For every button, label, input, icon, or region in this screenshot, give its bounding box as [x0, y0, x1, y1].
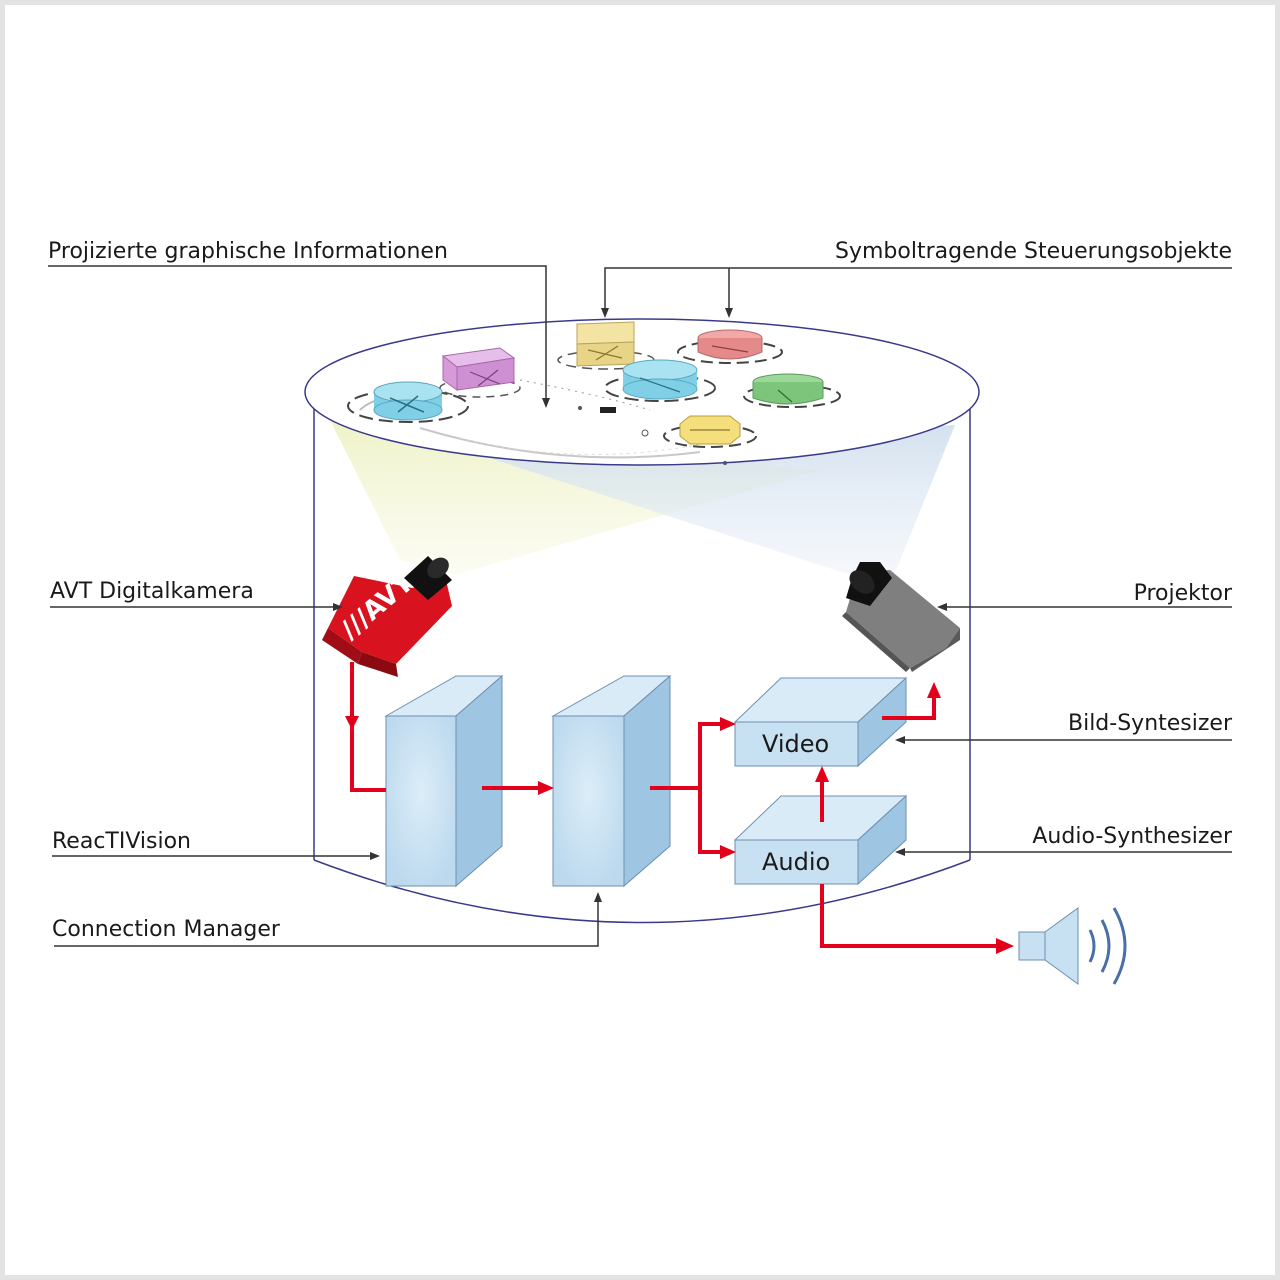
control-object-teal-left — [347, 381, 469, 423]
label-image-synth: Bild-Syntesizer — [1068, 711, 1233, 736]
audio-box-label: Audio — [762, 848, 830, 876]
speaker-icon — [1018, 907, 1127, 985]
label-reactivision: ReacTIVision — [52, 829, 191, 854]
label-projector: Projektor — [1134, 581, 1233, 606]
control-object-teal-center — [604, 359, 716, 402]
label-audio-synth: Audio-Synthesizer — [1032, 824, 1233, 849]
projector-icon — [842, 562, 960, 672]
control-object-yellow-square — [557, 321, 655, 370]
label-camera: AVT Digitalkamera — [50, 579, 254, 604]
label-connection-manager: Connection Manager — [52, 917, 281, 942]
connection-manager-box — [551, 674, 672, 888]
control-object-red — [677, 329, 783, 364]
video-box-label: Video — [762, 730, 829, 758]
leader-lines — [48, 265, 1232, 947]
control-object-purple — [439, 347, 521, 398]
control-object-yellow-round — [663, 415, 757, 448]
label-control-objects: Symboltragende Steuerungsobjekte — [835, 239, 1232, 264]
label-projected-info: Projizierte graphische Informationen — [48, 239, 448, 264]
video-box: Video — [733, 676, 908, 768]
data-flow — [345, 662, 1014, 954]
table-cylinder — [313, 395, 971, 924]
reactivision-box — [384, 674, 504, 888]
control-object-green — [743, 373, 841, 408]
camera-icon: ///AVT — [322, 556, 452, 677]
